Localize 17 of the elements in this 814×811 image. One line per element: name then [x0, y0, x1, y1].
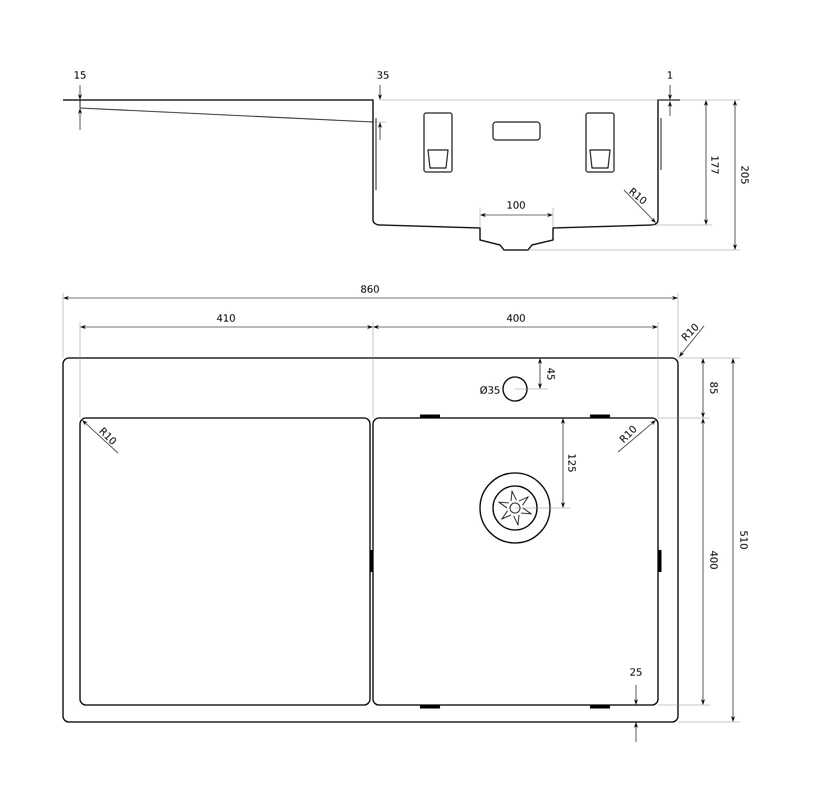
- dimension-label: R10: [628, 188, 646, 204]
- dimension-label: 25: [630, 668, 642, 676]
- dimension-label: 177: [711, 156, 719, 174]
- dimension-label: 85: [710, 382, 718, 394]
- dimension-label: Ø35: [480, 386, 500, 394]
- dimension-label: 860: [361, 285, 379, 293]
- dimension-label: 35: [377, 71, 388, 79]
- dimension-label: 125: [568, 454, 576, 472]
- dimension-label: 400: [506, 314, 525, 322]
- dimension-label: 510: [740, 531, 748, 549]
- dimension-label: 410: [216, 314, 235, 322]
- dimension-label: 15: [74, 71, 86, 79]
- dimension-label: 205: [741, 166, 749, 184]
- dimension-label: 400: [710, 550, 718, 569]
- dimension-label: 45: [547, 368, 555, 380]
- dimension-label: 100: [508, 201, 525, 209]
- dimension-label: 1: [668, 71, 672, 79]
